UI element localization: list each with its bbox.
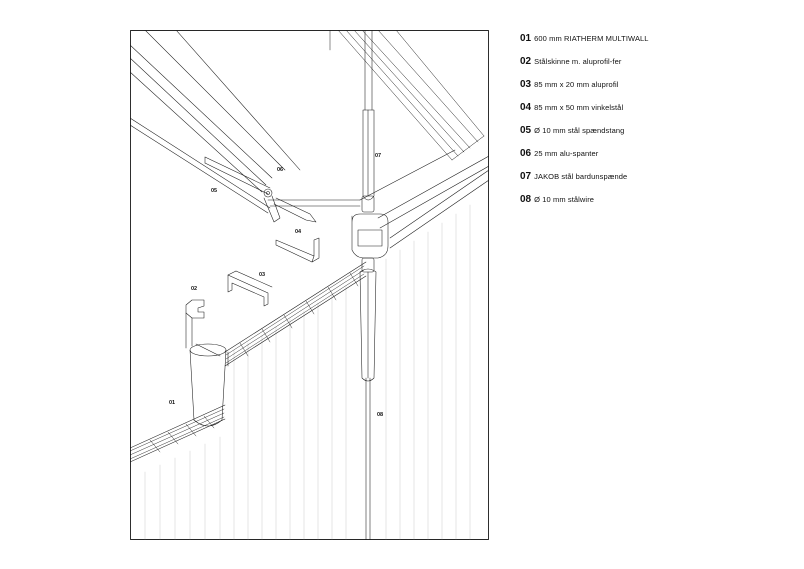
- legend-description: Stålskinne m. aluprofil-fer: [534, 57, 622, 66]
- turnbuckle-07: [351, 30, 389, 382]
- steel-wire-08: [365, 377, 371, 540]
- drawing-canvas: 01 02 03 04 05 06 07 08: [130, 30, 489, 540]
- legend-number: 07: [520, 171, 532, 182]
- legend-number: 04: [520, 102, 532, 113]
- legend-number: 03: [520, 79, 532, 90]
- exploded-detail-drawing: 01 02 03 04 05 06 07 08: [130, 30, 489, 540]
- legend-description: 85 mm x 20 mm aluprofil: [534, 80, 619, 89]
- callout-03: 03: [259, 272, 265, 278]
- upper-beam-hatched: [329, 30, 485, 161]
- callout-04: 04: [295, 229, 302, 235]
- legend-number: 02: [520, 56, 532, 67]
- legend-number: 01: [520, 33, 532, 44]
- callout-05: 05: [211, 188, 217, 194]
- drawing-frame: [130, 30, 489, 540]
- callout-01: 01: [169, 400, 175, 406]
- legend-number: 06: [520, 148, 532, 159]
- alu-profile-03: [227, 270, 273, 307]
- callout-07: 07: [375, 153, 381, 159]
- legend-description: Ø 10 mm stål spændstang: [534, 126, 625, 135]
- legend-description: JAKOB stål bardunspænde: [534, 172, 628, 181]
- roof-beams-06: [130, 30, 456, 214]
- multiwall-tube-01: [189, 343, 227, 427]
- callout-labels: 01 02 03 04 05 06 07 08: [169, 153, 383, 418]
- panel-top-edges: [130, 169, 489, 463]
- legend-description: 85 mm x 50 mm vinkelstål: [534, 103, 624, 112]
- legend-number: 08: [520, 194, 532, 205]
- wall-panel-hatching: [144, 204, 471, 540]
- rail-slats: [130, 265, 365, 460]
- callout-08: 08: [377, 412, 383, 418]
- legend-description: 25 mm alu-spanter: [534, 149, 599, 158]
- legend-description: 600 mm RIATHERM MULTIWALL: [534, 34, 649, 43]
- angle-steel-04: [275, 237, 320, 263]
- steel-rail-02: [185, 299, 205, 349]
- mid-beam: [377, 155, 489, 229]
- tension-rod-05: [204, 156, 317, 223]
- legend-description: Ø 10 mm stålwire: [534, 195, 595, 204]
- callout-06: 06: [277, 167, 283, 173]
- callout-02: 02: [191, 286, 197, 292]
- legend-number: 05: [520, 125, 532, 136]
